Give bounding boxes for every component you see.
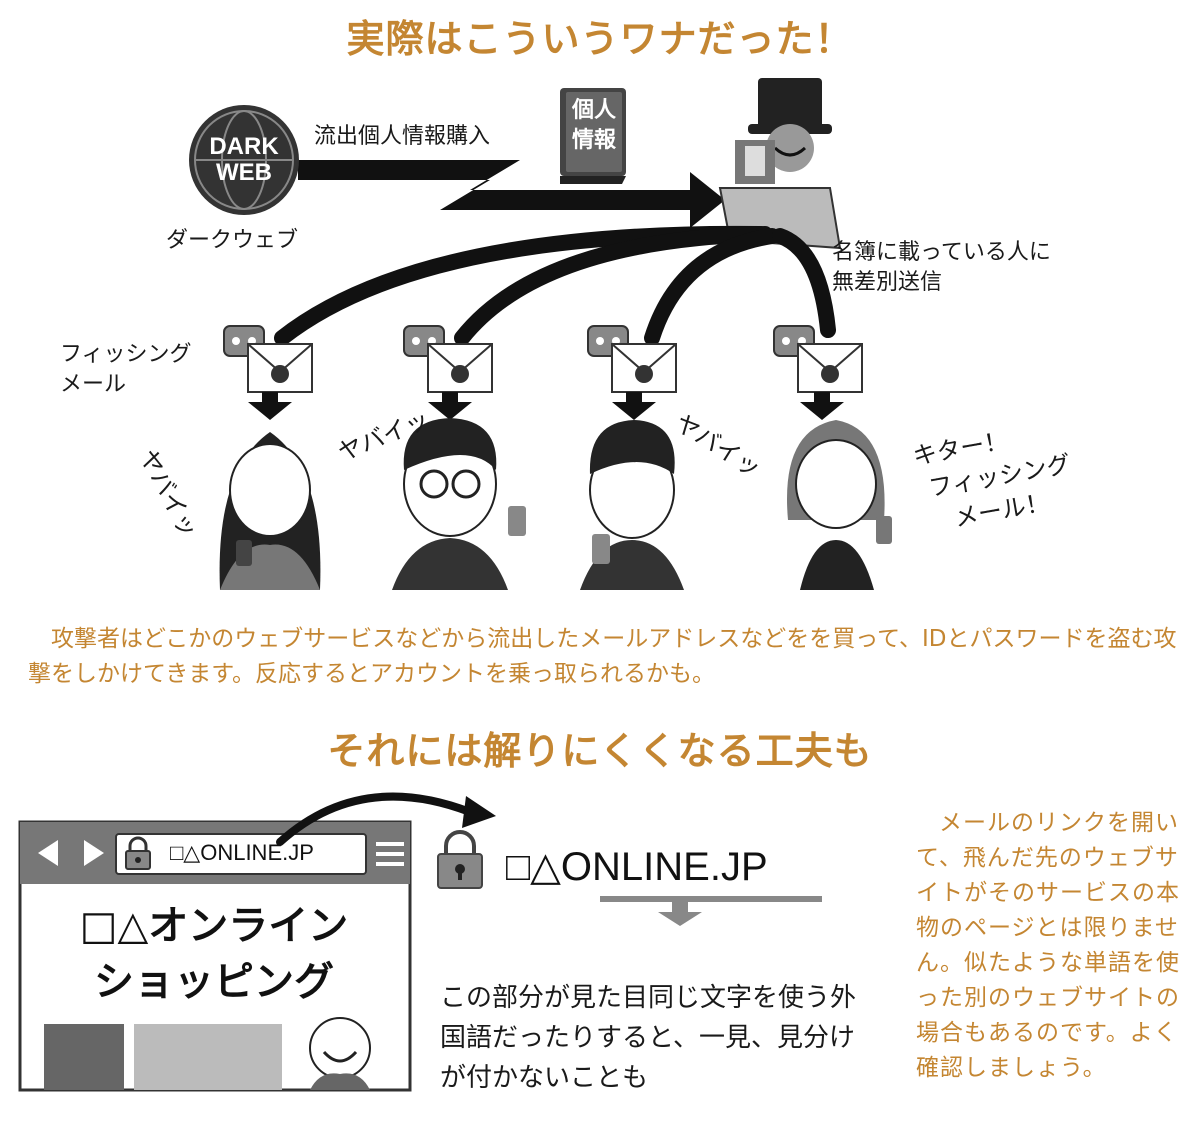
phishing-mail-label: フィッシング メール (60, 340, 192, 399)
down-arrows (248, 392, 844, 420)
zoomed-url: □△ONLINE.JP (506, 844, 768, 890)
purchase-arrow (298, 160, 725, 228)
lookalike-explanation: この部分が見た目同じ文字を使う外国語だったりすると、一見、見分けが付かないことも (440, 983, 857, 1093)
phishing-label-line2: メール (60, 371, 127, 397)
send-label: 名簿に載っている人に 無差別送信 (832, 238, 1051, 297)
attacker-icon (718, 78, 842, 250)
browser-window (18, 820, 412, 1092)
personal-info-book-icon (560, 88, 626, 184)
darkweb-globe-icon (189, 105, 299, 215)
top-description: 攻撃者はどこかのウェブサービスなどから流出したメールアドレスなどをを買って、ID… (28, 626, 1177, 687)
top-heading: 実際はこういうワナだった！ (346, 17, 854, 61)
large-lock-icon (437, 830, 483, 889)
personal-info-book-text: 個人 情報 (566, 96, 622, 156)
phishing-label-line1: フィッシング (60, 342, 192, 367)
darkweb-badge-text: DARK WEB (200, 134, 288, 186)
url-highlight (600, 896, 822, 926)
send-label-line1: 名簿に載っている人に (832, 240, 1051, 265)
darkweb-badge-line2: WEB (216, 159, 272, 186)
send-arrows (274, 225, 836, 346)
browser-url-text: □△ONLINE.JP (170, 840, 314, 865)
purchase-label: 流出個人情報購入 (314, 124, 491, 149)
zoom-arrow (276, 792, 496, 846)
phishing-mail-icons (223, 325, 863, 393)
book-line1: 個人 (571, 98, 616, 123)
site-title: □△オンライン ショッピング (24, 898, 404, 1010)
darkweb-label: ダークウェブ (166, 228, 299, 253)
bottom-heading: それには解りにくくなる工夫も (327, 729, 873, 773)
victim-figures (219, 418, 892, 590)
book-line2: 情報 (571, 128, 616, 153)
side-note: メールのリンクを開いて、飛んだ先のウェブサイトがそのサービスの本物のページとは限… (916, 810, 1180, 1081)
site-title-line1: □△オンライン (79, 903, 349, 949)
send-label-line2: 無差別送信 (832, 269, 943, 295)
zoomed-url-domain: ONLINE.JP (560, 845, 768, 889)
darkweb-badge-line1: DARK (209, 133, 279, 160)
site-title-line2: ショッピング (94, 959, 334, 1005)
lock-icon (125, 836, 151, 870)
zoomed-url-prefix: □△ (506, 845, 561, 889)
